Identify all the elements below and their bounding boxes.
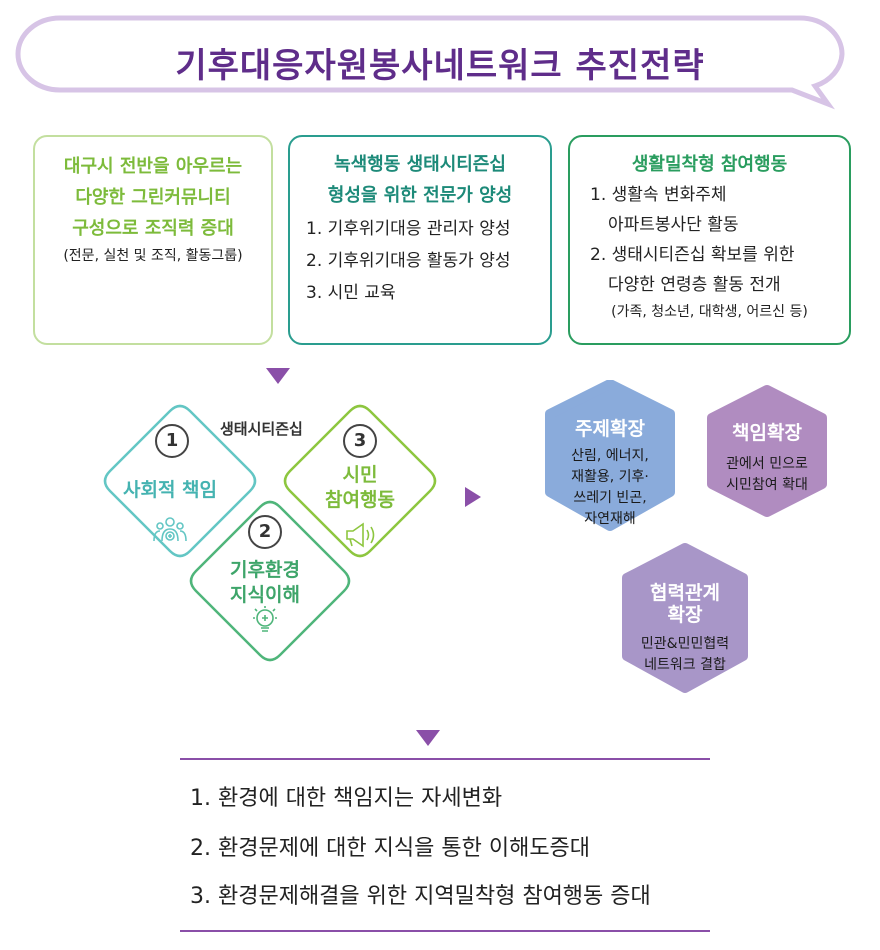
diamond-2-shape (189, 500, 351, 662)
people-icon (153, 517, 187, 542)
diamond-2-label: 지식이해 (230, 584, 300, 606)
hexagon-topic-body: 자연재해 (584, 511, 636, 527)
strategy-box-expert-training: 녹색행동 생태시티즌십 형성을 위한 전문가 양성 1. 기후위기대응 관리자 … (288, 135, 552, 345)
box-list-item: 아파트봉사단 활동 (608, 215, 739, 235)
box-note: (전문, 실천 및 조직, 활동그룹) (63, 248, 243, 264)
hexagon-topic-body: 산림, 에너지, (571, 448, 649, 464)
hexagon-topic-title: 주제확장 (575, 418, 645, 440)
diamond-3-label: 시민 (342, 464, 378, 486)
page-title: 기후대응자원봉사네트워크 추진전략 (175, 46, 705, 86)
box-heading-line: 대구시 전반을 아우르는 (63, 156, 243, 177)
arrow-down-icon (416, 730, 440, 746)
box-list-item: 2. 기후위기대응 활동가 양성 (306, 251, 511, 271)
hexagon-cooperation-body: 민관&민민협력 (640, 636, 730, 652)
hexagon-topic-body: 재활용, 기후· (571, 469, 649, 485)
hexagon-responsibility-body: 시민참여 확대 (726, 477, 808, 493)
box-heading-line: 구성으로 조직력 증대 (72, 218, 234, 239)
diamond-3-shape (283, 404, 437, 558)
lightbulb-icon (253, 606, 277, 632)
outcome-item: 1. 환경에 대한 책임지는 자세변화 (190, 786, 503, 811)
box-list-item: 1. 생활속 변화주체 (590, 185, 727, 205)
megaphone-icon (346, 522, 375, 548)
hexagon-responsibility-body: 관에서 민으로 (726, 456, 808, 472)
arrow-right-icon (465, 487, 481, 507)
box-list-item: 2. 생태시티즌십 확보를 위한 (590, 245, 795, 265)
hexagon-diagram (545, 380, 827, 693)
hexagon-topic (545, 380, 675, 531)
outcome-item: 3. 환경문제해결을 위한 지역밀착형 참여행동 증대 (190, 884, 651, 909)
box-note: (가족, 청소년, 대학생, 어르신 등) (611, 304, 808, 320)
diamond-2-label: 기후환경 (230, 559, 300, 581)
title-bubble (15, 15, 845, 110)
hexagon-cooperation-body: 네트워크 결합 (644, 657, 726, 673)
outcome-item: 2. 환경문제에 대한 지식을 통한 이해도증대 (190, 836, 591, 861)
divider-bottom (180, 930, 710, 932)
arrow-down-icon (266, 368, 290, 384)
hexagon-responsibility-title: 책임확장 (732, 422, 802, 444)
hexagon-topic-body: 쓰레기 빈곤, (573, 490, 647, 506)
box-list-item: 1. 기후위기대응 관리자 양성 (306, 219, 511, 239)
strategy-box-participation: 생활밀착형 참여행동 1. 생활속 변화주체 아파트봉사단 활동 2. 생태시티… (568, 135, 851, 345)
box-heading-line: 형성을 위한 전문가 양성 (327, 185, 513, 206)
diamond-2-number: 2 (248, 515, 282, 549)
hexagon-cooperation-title: 확장 (667, 604, 703, 626)
box-heading-line: 다양한 그린커뮤니티 (75, 187, 231, 208)
divider-top (180, 758, 710, 760)
hexagon-responsibility (707, 385, 827, 517)
diamond-group-label: 생태시티즌십 (220, 420, 303, 438)
box-heading-line: 생활밀착형 참여행동 (631, 154, 788, 175)
diamond-diagram (103, 404, 437, 662)
diamond-1-number: 1 (155, 424, 189, 458)
diamond-3-number: 3 (343, 424, 377, 458)
box-list-item: 다양한 연령층 활동 전개 (608, 275, 781, 295)
hexagon-cooperation (622, 543, 748, 693)
diamond-1-shape (103, 404, 257, 558)
diamond-3-label: 참여행동 (325, 489, 395, 511)
box-list-item: 3. 시민 교육 (306, 283, 396, 303)
strategy-box-community: 대구시 전반을 아우르는 다양한 그린커뮤니티 구성으로 조직력 증대 (전문,… (33, 135, 273, 345)
hexagon-cooperation-title: 협력관계 (650, 582, 720, 604)
diamond-1-label: 사회적 책임 (122, 479, 217, 501)
box-heading-line: 녹색행동 생태시티즌십 (334, 154, 506, 175)
